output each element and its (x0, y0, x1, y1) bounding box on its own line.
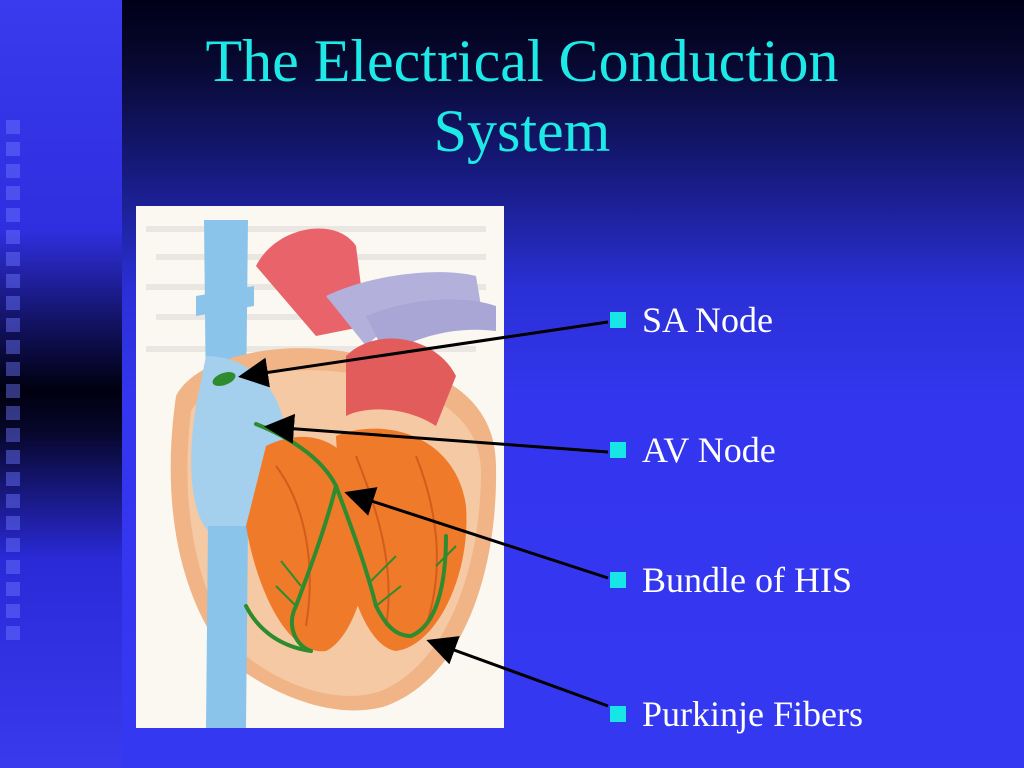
title-line-1: The Electrical Conduction (205, 28, 839, 94)
decorative-squares (4, 120, 26, 650)
label-purkinje-fibers: Purkinje Fibers (610, 694, 863, 734)
arrow-purkinje-fibers (426, 636, 609, 708)
label-list: SA Node AV Node Bundle of HIS Purkinje F… (610, 0, 1010, 768)
sa-node-mark (212, 372, 236, 386)
square-bullet-icon (610, 442, 626, 458)
square-bullet-icon (610, 706, 626, 722)
square-bullet-icon (610, 572, 626, 588)
arrow-sa-node (238, 320, 609, 388)
label-sa-node: SA Node (610, 300, 773, 340)
arrow-bundle-of-his (344, 487, 609, 580)
left-gradient-bar (0, 0, 122, 768)
square-bullet-icon (610, 312, 626, 328)
label-av-node: AV Node (610, 430, 776, 470)
label-bundle-of-his: Bundle of HIS (610, 560, 852, 600)
label-text: AV Node (642, 430, 776, 470)
title-line-2: System (433, 98, 611, 164)
slide-title: The Electrical Conduction System (122, 26, 922, 166)
label-text: SA Node (642, 300, 774, 340)
label-text: Bundle of HIS (642, 560, 852, 600)
label-text: Purkinje Fibers (642, 694, 863, 734)
arrow-av-node (264, 413, 609, 454)
